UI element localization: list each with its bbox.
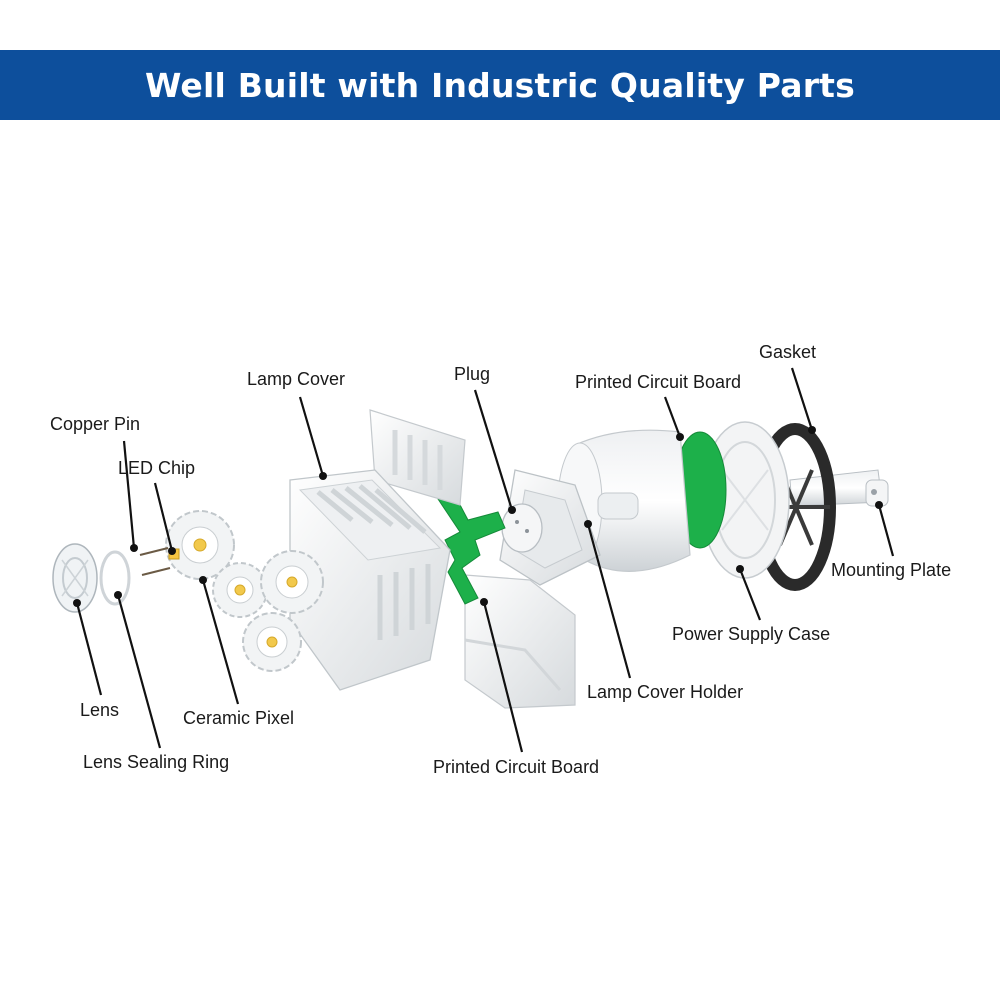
label-mounting-plate: Mounting Plate — [831, 560, 952, 580]
banner-title: Well Built with Industric Quality Parts — [144, 65, 856, 105]
label-lens-sealing-ring: Lens Sealing Ring — [83, 752, 230, 772]
label-copper-pin: Copper Pin — [50, 414, 141, 434]
printed-circuit-board-bottom — [431, 481, 506, 605]
label-printed-circuit-board-bottom: Printed Circuit Board — [433, 757, 600, 777]
label-plug: Plug — [454, 364, 491, 384]
label-led-chip: LED Chip — [118, 458, 196, 478]
title-banner: Well Built with Industric Quality Parts — [0, 50, 1000, 120]
lens-sealing-ring — [99, 550, 131, 606]
leader-lines — [75, 367, 895, 753]
copper-pins — [139, 547, 171, 576]
label-power-supply-case: Power Supply Case — [672, 624, 831, 644]
label-ceramic-pixel: Ceramic Pixel — [183, 708, 295, 728]
label-gasket: Gasket — [759, 342, 817, 362]
label-lens: Lens — [80, 700, 120, 720]
leader-dots — [73, 426, 883, 607]
label-printed-circuit-board-top: Printed Circuit Board — [575, 372, 742, 392]
label-lamp-cover-holder: Lamp Cover Holder — [587, 682, 744, 702]
ceramic-pixel-modules — [165, 510, 324, 672]
support-body — [464, 574, 576, 709]
lamp-cover-rear — [369, 409, 466, 506]
lens — [52, 543, 98, 613]
label-lamp-cover: Lamp Cover — [247, 369, 346, 389]
plug — [501, 503, 543, 553]
mounting-plate — [789, 469, 889, 507]
